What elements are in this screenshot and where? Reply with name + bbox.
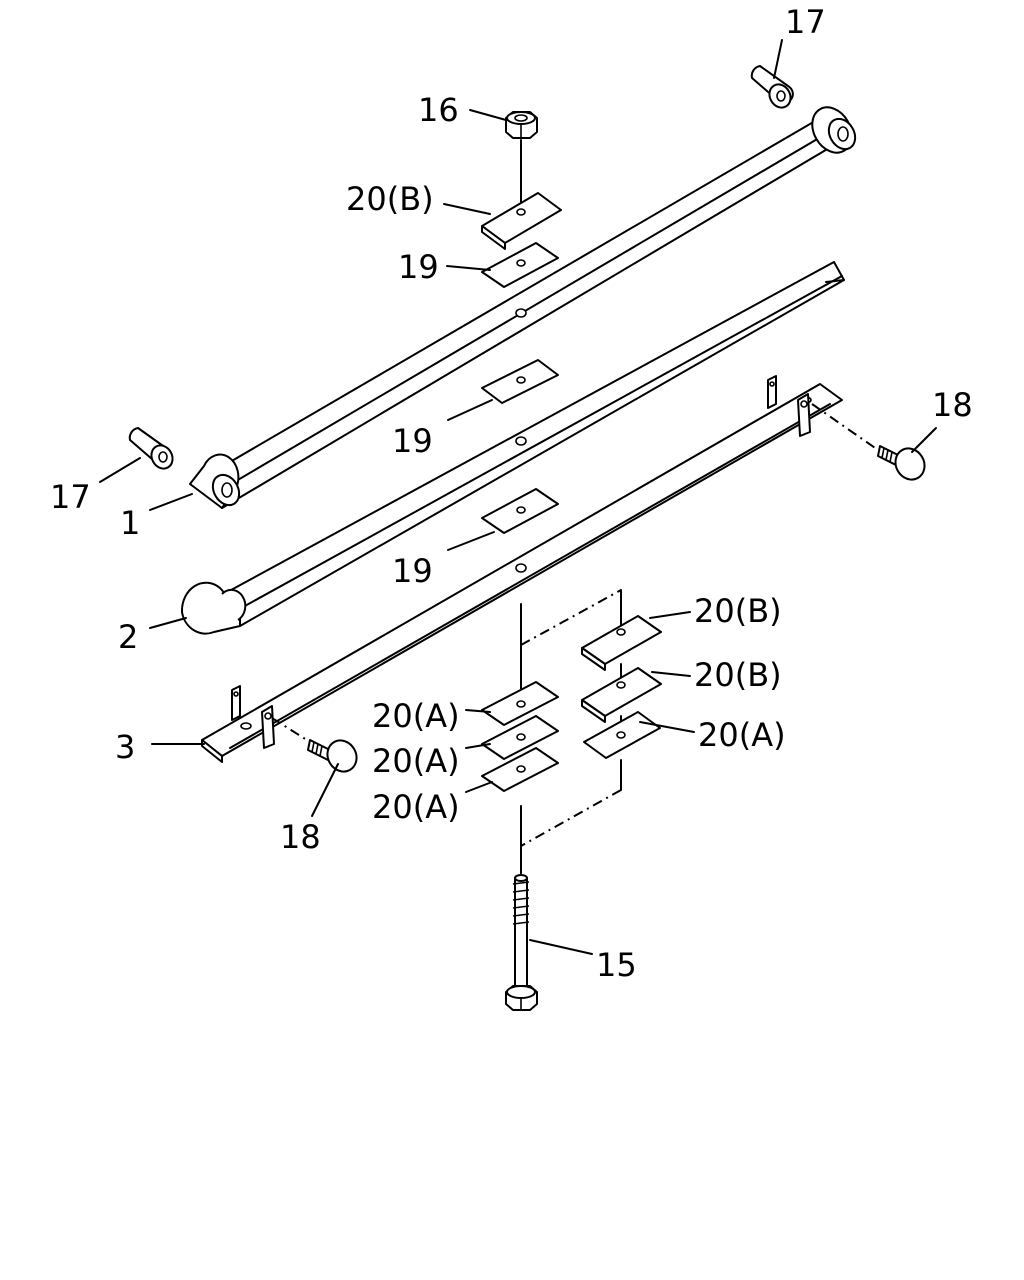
plate-19-middle [481, 359, 559, 404]
bolt-18-right-axis [811, 403, 879, 451]
offset-line-top [520, 589, 622, 646]
nut-16 [505, 111, 538, 139]
plate-20a-left-1 [481, 681, 559, 726]
callout-15: 15 [596, 946, 637, 984]
callout-17-left: 17 [50, 478, 91, 516]
plate-20b-top [481, 192, 562, 250]
bushing-17-left [128, 427, 174, 470]
bolt-18-left-axis [271, 717, 311, 743]
leaf-spring-1 [189, 106, 857, 509]
plate-20a-right [583, 711, 661, 759]
callout-17-top: 17 [785, 3, 826, 41]
callout-3: 3 [115, 728, 135, 766]
callout-1: 1 [120, 504, 140, 542]
callout-2: 2 [118, 618, 138, 656]
plate-20a-left-2 [481, 715, 559, 760]
plate-20b-right-1 [581, 615, 662, 671]
callout-20a-left-3: 20(A) [372, 788, 460, 826]
plate-20b-right-2 [581, 667, 662, 723]
callout-19-top: 19 [398, 248, 439, 286]
offset-line-bottom [520, 789, 622, 847]
bolt-18-right [877, 445, 926, 481]
callout-20b-right-1: 20(B) [694, 592, 782, 630]
leader-lines [99, 39, 937, 955]
bolt-18-left [307, 739, 358, 773]
plate-19-top [481, 242, 559, 288]
callout-20b-right-2: 20(B) [694, 656, 782, 694]
plate-20a-left-3 [481, 747, 559, 792]
plate-19-low [481, 488, 559, 534]
callout-19-low: 19 [392, 552, 433, 590]
callout-16: 16 [418, 91, 459, 129]
callout-20a-right: 20(A) [698, 716, 786, 754]
callout-18-right: 18 [932, 386, 973, 424]
callout-20a-left-2: 20(A) [372, 742, 460, 780]
leaf-spring-2 [180, 261, 845, 635]
leaf-spring-3 [201, 375, 843, 763]
bushing-17-top [750, 65, 794, 109]
callout-20b-top: 20(B) [346, 180, 434, 218]
center-bolt-15 [505, 874, 538, 1011]
callout-19-mid: 19 [392, 422, 433, 460]
callout-18-left: 18 [280, 818, 321, 856]
callout-20a-left-1: 20(A) [372, 697, 460, 735]
